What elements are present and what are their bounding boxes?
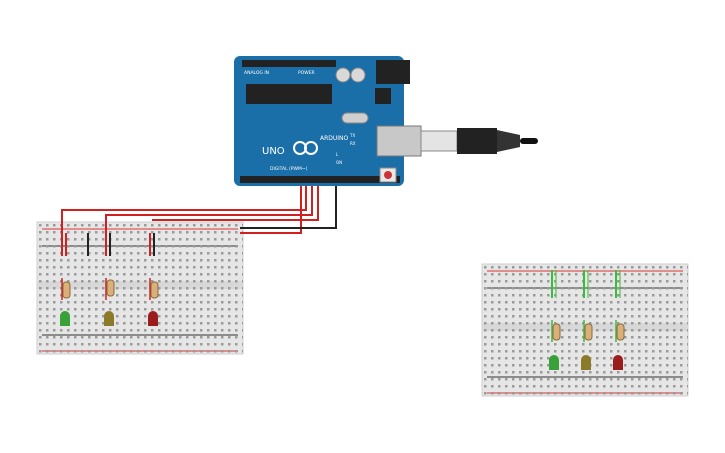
led-red-r[interactable] (613, 355, 623, 370)
regulator (375, 88, 391, 104)
digital-header[interactable] (240, 176, 400, 183)
usb-cable-icon[interactable] (420, 128, 538, 154)
wire-black-gnd[interactable] (240, 186, 337, 229)
wire-red-2[interactable] (61, 186, 307, 256)
led-green[interactable] (60, 311, 70, 326)
resistor-r3[interactable] (616, 323, 625, 341)
arduino-logo-icon (293, 141, 318, 155)
usb-port (376, 125, 422, 157)
reset-button-cap (384, 171, 392, 179)
led-green-r[interactable] (549, 355, 559, 370)
capacitor-2 (350, 67, 366, 83)
components-left[interactable] (60, 279, 159, 326)
resistor-r2[interactable] (584, 323, 593, 341)
power-jack (376, 60, 410, 84)
tx-label: TX (349, 133, 355, 138)
arduino-uno-board[interactable]: UNO ARDUINO DIGITAL (PWM~) POWER ANALOG … (234, 56, 422, 186)
breadboard-left[interactable] (36, 221, 244, 355)
model-label: UNO (262, 146, 285, 157)
power-header[interactable] (288, 60, 336, 67)
components-right[interactable] (549, 270, 625, 370)
wires-left[interactable] (61, 186, 337, 300)
analog-label: ANALOG IN (244, 70, 269, 76)
digital-label: DIGITAL (PWM~) (270, 166, 308, 172)
crystal (341, 112, 369, 124)
rx-label: RX (350, 141, 356, 146)
led-yellow[interactable] (104, 311, 114, 326)
resistor-2[interactable] (106, 279, 115, 297)
led-yellow-r[interactable] (581, 355, 591, 370)
l-label: L (336, 152, 339, 157)
capacitor-1 (335, 67, 351, 83)
resistor-r1[interactable] (552, 323, 561, 341)
wire-red-3[interactable] (105, 186, 313, 256)
microcontroller-chip (246, 84, 332, 104)
resistor-1[interactable] (62, 281, 71, 299)
wire-red-4[interactable] (152, 186, 319, 221)
wire-red-1[interactable] (240, 186, 302, 234)
brand-label: ARDUINO (320, 135, 349, 142)
breadboard-left-holes[interactable] (37, 222, 243, 354)
on-label: ON (336, 160, 342, 165)
analog-header[interactable] (242, 60, 294, 67)
power-label: POWER (298, 70, 315, 76)
resistor-3[interactable] (150, 281, 159, 299)
led-red[interactable] (148, 311, 158, 326)
